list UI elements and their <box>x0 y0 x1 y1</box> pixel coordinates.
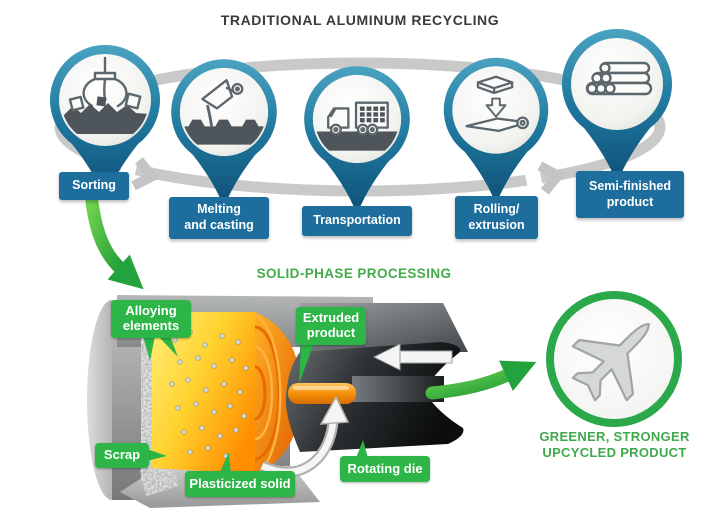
top-section-title: TRADITIONAL ALUMINUM RECYCLING <box>220 12 500 28</box>
feed-direction-arrow <box>372 343 453 371</box>
label-pointers <box>143 336 368 474</box>
step-label-melting-and-casting: Melting and casting <box>169 197 269 239</box>
outcome-caption: GREENER, STRONGER UPCYCLED PRODUCT <box>539 429 690 460</box>
grabber-claw-icon <box>50 44 161 193</box>
machine-label-scrap: Scrap <box>95 443 149 468</box>
machine-label-extruded-product: Extruded product <box>296 307 366 345</box>
right-green-arrow <box>425 360 537 400</box>
alloying-particles <box>169 329 249 459</box>
bottom-section-title: SOLID-PHASE PROCESSING <box>256 266 452 281</box>
step-label-sorting: Sorting <box>59 172 129 200</box>
down-green-arrow <box>85 195 144 290</box>
ladle-pouring-icon <box>171 59 277 202</box>
plasticized-solid <box>152 312 255 474</box>
step-label-transportation: Transportation <box>302 206 412 236</box>
truck-icon <box>304 66 410 209</box>
rod-stack-icon <box>562 28 672 177</box>
step-label-semi-finished-product: Semi-finished product <box>576 171 684 218</box>
upcycled-product-badge <box>546 291 682 427</box>
step-label-rolling-extrusion: Rolling/ extrusion <box>455 196 538 239</box>
machine-label-plasticized-solid: Plasticized solid <box>185 471 295 497</box>
ingot-to-sheet-icon <box>443 57 549 199</box>
airplane-icon <box>571 323 650 402</box>
machine-label-rotating-die: Rotating die <box>340 456 430 482</box>
machine-label-alloying-elements: Alloying elements <box>111 300 191 338</box>
extruded-rod <box>288 383 356 404</box>
